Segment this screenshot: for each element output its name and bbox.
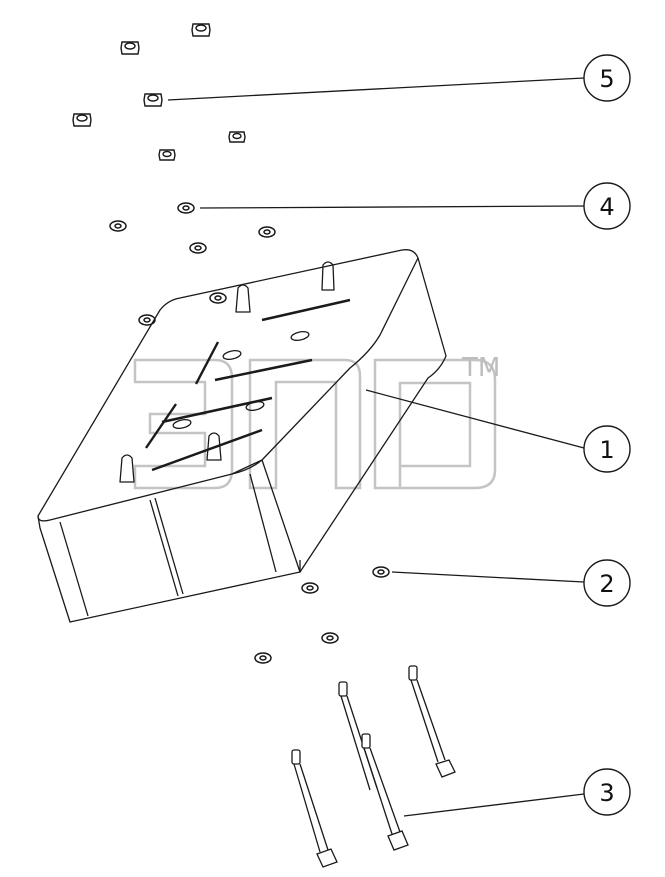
- leader-1: [365, 389, 585, 449]
- callout-3-label: 3: [599, 779, 614, 807]
- bolts: [291, 665, 456, 868]
- leader-4: [199, 205, 585, 209]
- callout-2-label: 2: [599, 570, 614, 598]
- leader-3: [403, 793, 585, 817]
- callout-4-label: 4: [599, 193, 614, 221]
- callout-2: 2: [583, 559, 631, 607]
- callout-5: 5: [583, 54, 631, 102]
- block-top-face: [37, 249, 419, 522]
- callout-3: 3: [583, 768, 631, 816]
- ballast-block: [37, 249, 447, 623]
- nuts: [72, 23, 246, 161]
- callout-1: 1: [583, 425, 631, 473]
- callout-5-label: 5: [599, 65, 614, 93]
- leader-lines: [167, 77, 585, 817]
- watermark-trademark: TM: [461, 353, 500, 383]
- callout-1-label: 1: [599, 436, 614, 464]
- leader-5: [167, 77, 585, 101]
- washers: [109, 202, 390, 664]
- watermark-logo: [133, 358, 497, 490]
- callout-4: 4: [583, 182, 631, 230]
- block-front-face: [37, 515, 301, 623]
- block-side-face: [261, 257, 447, 573]
- leader-2: [391, 571, 585, 583]
